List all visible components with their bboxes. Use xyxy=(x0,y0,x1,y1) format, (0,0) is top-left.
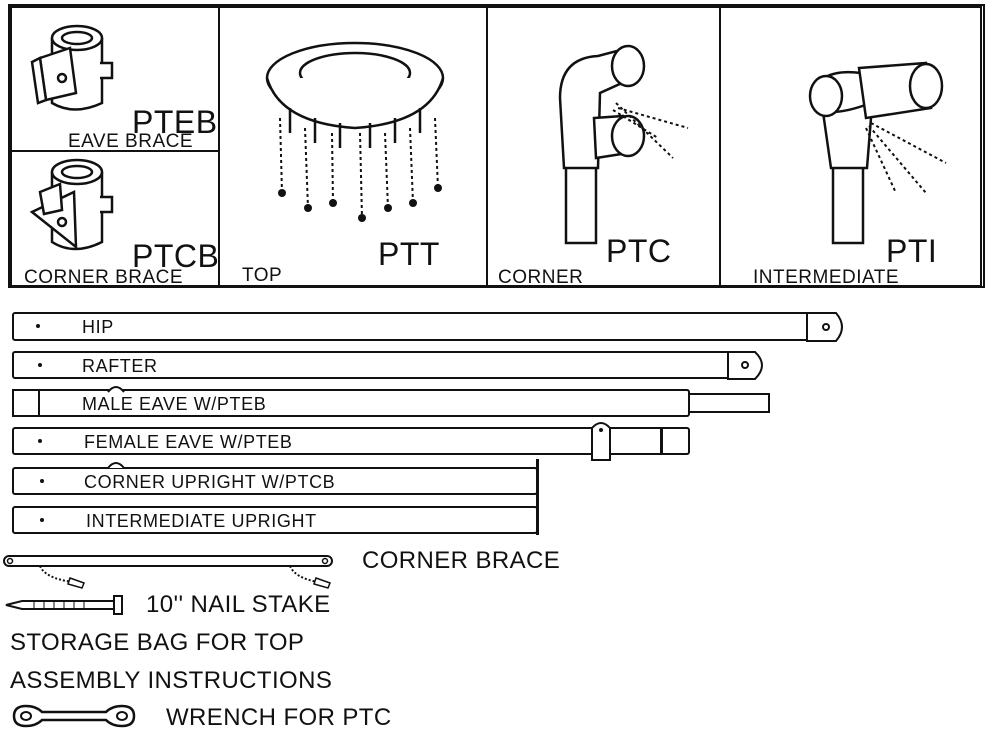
female-eave-pipe xyxy=(12,427,690,455)
pipe-label: CORNER UPRIGHT W/PTCB xyxy=(84,472,336,492)
pipe-hole xyxy=(38,439,42,443)
fitting-cell-pti: PTI INTERMEDIATE xyxy=(719,6,982,287)
fitting-cell-ptt: PTT TOP xyxy=(218,6,488,287)
accessory-label: STORAGE BAG FOR TOP xyxy=(10,629,305,656)
hip-pipe xyxy=(12,312,810,341)
rafter-end-icon xyxy=(727,351,763,380)
fitting-name: CORNER xyxy=(498,267,584,288)
ptcb-tab-icon xyxy=(107,462,125,469)
pteb-tab-icon xyxy=(107,386,125,393)
female-eave-band xyxy=(660,427,663,455)
accessory-label: CORNER BRACE xyxy=(362,547,561,574)
corner-brace-fitting-icon xyxy=(29,158,114,251)
corner-upright-pipe xyxy=(12,467,538,495)
accessory-label: 10'' NAIL STAKE xyxy=(146,591,331,618)
fitting-code: PTI xyxy=(886,233,938,269)
pipe-label: MALE EAVE W/PTEB xyxy=(82,394,267,414)
pipe-hole xyxy=(40,518,44,522)
intermediate-upright-pipe xyxy=(12,506,538,534)
hip-end-icon xyxy=(806,312,843,342)
fitting-cell-ptc: PTC CORNER xyxy=(486,6,721,287)
pipe-hole xyxy=(38,363,42,367)
intermediate-fitting-icon xyxy=(808,61,947,245)
fitting-name: EAVE BRACE xyxy=(68,131,194,152)
fitting-name: TOP xyxy=(242,265,283,286)
fitting-code: PTEB xyxy=(132,104,218,140)
pipe-hole xyxy=(36,324,40,328)
fitting-name: INTERMEDIATE xyxy=(753,267,900,288)
pipe-label: INTERMEDIATE UPRIGHT xyxy=(86,511,317,531)
top-fitting-icon xyxy=(265,41,445,222)
male-eave-insert xyxy=(688,393,770,413)
fitting-cell-ptcb: PTCB CORNER BRACE xyxy=(10,150,220,287)
accessory-label: ASSEMBLY INSTRUCTIONS xyxy=(10,667,333,694)
nail-stake-icon xyxy=(5,595,123,615)
upright-baseline xyxy=(536,459,539,535)
fitting-name: CORNER BRACE xyxy=(24,267,184,288)
corner-brace-bar-icon xyxy=(3,555,333,589)
pipe-label: RAFTER xyxy=(82,356,158,376)
wrench-icon xyxy=(12,704,136,728)
pipe-label: HIP xyxy=(82,317,114,337)
accessory-label: WRENCH FOR PTC xyxy=(166,704,392,731)
pipe-hole xyxy=(40,479,44,483)
fitting-code: PTT xyxy=(378,236,440,272)
corner-fitting-icon xyxy=(558,44,689,245)
eave-brace-fitting-icon xyxy=(30,24,114,111)
male-eave-pipe xyxy=(12,389,690,417)
pipe-label: FEMALE EAVE W/PTEB xyxy=(84,432,293,452)
fittings-grid: PTEB EAVE BRACE PTCB CORNER BRACE xyxy=(8,4,985,288)
fitting-cell-pteb: PTEB EAVE BRACE xyxy=(10,6,220,152)
male-eave-bracket xyxy=(12,389,40,417)
pteb-clip-icon xyxy=(591,422,611,461)
fitting-code: PTC xyxy=(606,233,672,269)
fitting-code: PTCB xyxy=(132,238,220,274)
